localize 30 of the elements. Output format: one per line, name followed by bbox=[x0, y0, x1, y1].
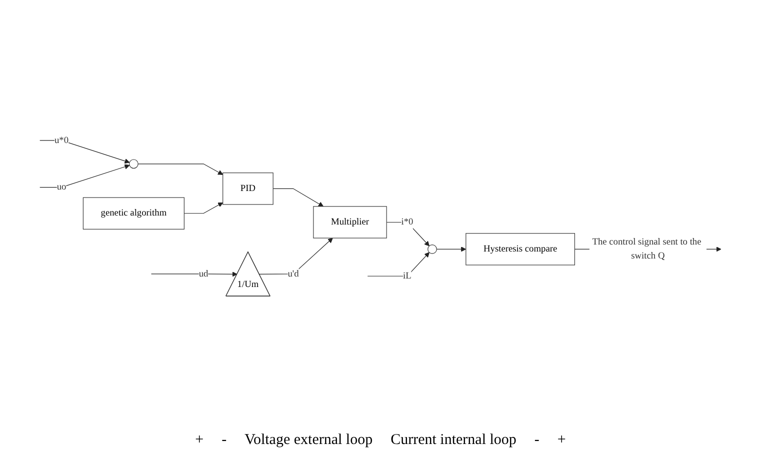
sign-label: - bbox=[534, 432, 540, 449]
sign-label: + bbox=[557, 432, 566, 449]
edge-label: u'd bbox=[288, 268, 299, 279]
arrow bbox=[272, 188, 324, 207]
arrow bbox=[150, 272, 238, 277]
sign-label: + bbox=[195, 432, 204, 449]
arrow bbox=[184, 202, 224, 214]
edge-label: u*0 bbox=[54, 135, 69, 146]
arrow bbox=[386, 222, 430, 246]
edge-label: ud bbox=[198, 268, 208, 279]
edge-label: i*0 bbox=[401, 217, 414, 228]
arrow bbox=[367, 252, 430, 277]
sign-label: - bbox=[222, 432, 227, 449]
loop-label: Voltage external loop bbox=[244, 432, 373, 449]
edge-label: The control signal sent to the switch Q bbox=[592, 237, 702, 262]
edge-label: uo bbox=[56, 182, 66, 192]
arrow bbox=[259, 238, 333, 275]
node-circle bbox=[428, 244, 437, 254]
block-diagram: u*0 uo ud u'd i*0 iL The control signal sent to the switch Q Hysteresis compare genetic algorithm PID Multiplier 1/Um bbox=[0, 127, 761, 301]
edge-label: iL bbox=[403, 271, 412, 281]
node-box bbox=[222, 172, 274, 205]
node-box bbox=[82, 197, 184, 230]
node-circle bbox=[129, 159, 138, 169]
arrow bbox=[40, 140, 130, 164]
node-box bbox=[313, 206, 387, 238]
loop-label: Current internal loop bbox=[390, 432, 516, 449]
arrow bbox=[40, 164, 130, 188]
arrow bbox=[436, 246, 466, 252]
arrow bbox=[138, 164, 224, 176]
node-box bbox=[466, 233, 575, 266]
